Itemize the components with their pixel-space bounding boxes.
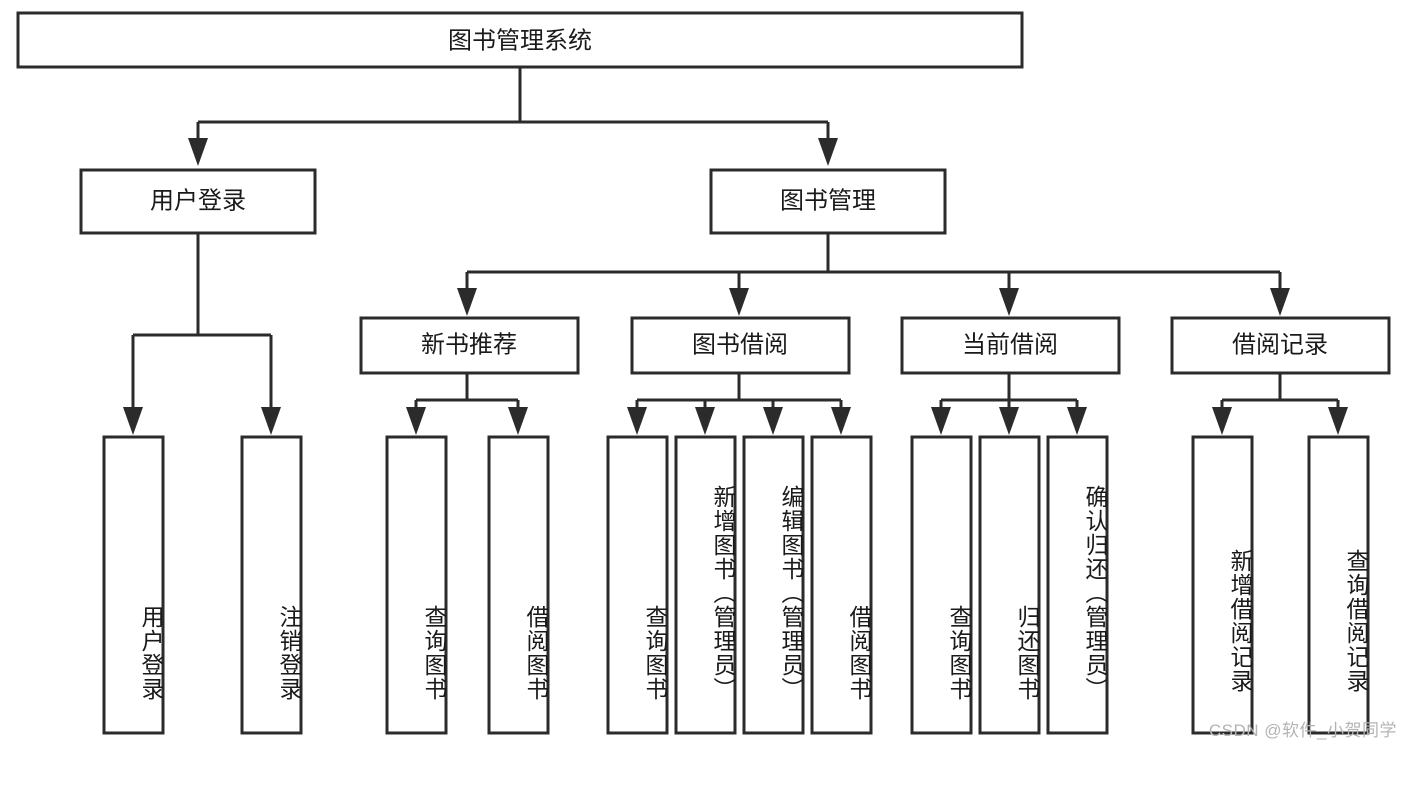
node-leaf-add-book-box[interactable] bbox=[674, 435, 737, 735]
diagram-root: 图书管理系统 用户登录 图书管理 新书推荐 图书借阅 当前借阅 借阅记录 bbox=[16, 11, 1397, 740]
node-user-login[interactable]: 用户登录 bbox=[79, 168, 317, 235]
node-book-borrow-label: 图书借阅 bbox=[692, 331, 788, 358]
node-leaf-edit-book-box[interactable] bbox=[742, 435, 805, 735]
arrow-head-leaf-query-book-3 bbox=[931, 407, 951, 435]
node-leaf-borrow-book-2-box[interactable] bbox=[810, 435, 873, 735]
connector-group-borrow-record bbox=[1212, 373, 1348, 435]
connector-group-current-borrow bbox=[931, 373, 1087, 435]
arrow-head-leaf-borrow-book-1 bbox=[508, 407, 528, 435]
node-leaf-add-record-box[interactable] bbox=[1191, 435, 1254, 735]
node-book-borrow-box[interactable] bbox=[630, 316, 851, 375]
connector-group-new-book-rec bbox=[406, 373, 528, 435]
connector-group-user-login bbox=[123, 233, 281, 435]
arrow-head-leaf-logout bbox=[261, 407, 281, 435]
arrow-head-leaf-query-book-1 bbox=[406, 407, 426, 435]
node-leaf-query-book-2-box[interactable] bbox=[606, 435, 669, 735]
arrow-head-leaf-edit-book bbox=[763, 407, 783, 435]
node-leaf-query-book-3-box[interactable] bbox=[910, 435, 973, 735]
node-leaf-borrow-book-1-box[interactable] bbox=[487, 435, 550, 735]
node-leaf-query-record-box[interactable] bbox=[1307, 435, 1370, 735]
arrow-head-leaf-add-record bbox=[1212, 407, 1232, 435]
node-leaf-confirm-return-box[interactable] bbox=[1046, 435, 1109, 735]
node-new-book-rec-label: 新书推荐 bbox=[421, 331, 517, 358]
arrow-head-leaf-return-book bbox=[999, 407, 1019, 435]
diagram-canvas: 图书管理系统 用户登录 图书管理 新书推荐 图书借阅 当前借阅 借阅记录 bbox=[16, 11, 1391, 735]
node-borrow-record-box[interactable] bbox=[1170, 316, 1391, 375]
node-current-borrow[interactable]: 当前借阅 bbox=[900, 316, 1121, 375]
node-root-label: 图书管理系统 bbox=[448, 27, 592, 54]
node-current-borrow-box[interactable] bbox=[900, 316, 1121, 375]
arrow-head-leaf-borrow-book-2 bbox=[831, 407, 851, 435]
node-leaf-query-book-1-box[interactable] bbox=[385, 435, 448, 735]
arrow-head-user-login bbox=[188, 138, 208, 166]
arrow-head-leaf-add-book bbox=[695, 407, 715, 435]
node-borrow-record[interactable]: 借阅记录 bbox=[1170, 316, 1391, 375]
csdn-watermark: CSDN @软件_小贺同学 bbox=[1208, 721, 1397, 740]
node-user-login-label: 用户登录 bbox=[150, 187, 246, 214]
connector-group-book-borrow bbox=[627, 373, 851, 435]
node-book-manage-label: 图书管理 bbox=[780, 187, 876, 214]
arrow-head-book-manage bbox=[818, 138, 838, 166]
arrow-head-new-book-rec bbox=[457, 288, 477, 316]
node-leaf-logout-box[interactable] bbox=[240, 435, 303, 735]
node-leaf-return-book-box[interactable] bbox=[978, 435, 1041, 735]
node-user-login-box[interactable] bbox=[79, 168, 317, 235]
connector-group-book-manage bbox=[457, 233, 1290, 316]
node-root[interactable]: 图书管理系统 bbox=[16, 11, 1024, 69]
node-book-borrow[interactable]: 图书借阅 bbox=[630, 316, 851, 375]
arrow-head-leaf-user-login bbox=[123, 407, 143, 435]
node-leaf-user-login-box[interactable] bbox=[102, 435, 165, 735]
node-root-box[interactable] bbox=[16, 11, 1024, 69]
node-new-book-rec[interactable]: 新书推荐 bbox=[359, 316, 580, 375]
node-new-book-rec-box[interactable] bbox=[359, 316, 580, 375]
connector-group-root bbox=[188, 67, 838, 166]
node-borrow-record-label: 借阅记录 bbox=[1232, 331, 1328, 358]
node-book-manage-box[interactable] bbox=[709, 168, 947, 235]
arrow-head-leaf-confirm-return bbox=[1067, 407, 1087, 435]
node-current-borrow-label: 当前借阅 bbox=[962, 331, 1058, 358]
arrow-head-current-borrow bbox=[999, 288, 1019, 316]
node-book-manage[interactable]: 图书管理 bbox=[709, 168, 947, 235]
arrow-head-leaf-query-record bbox=[1328, 407, 1348, 435]
arrow-head-book-borrow bbox=[729, 288, 749, 316]
arrow-head-leaf-query-book-2 bbox=[627, 407, 647, 435]
arrow-head-borrow-record bbox=[1270, 288, 1290, 316]
leaf-boxes bbox=[102, 435, 1370, 735]
